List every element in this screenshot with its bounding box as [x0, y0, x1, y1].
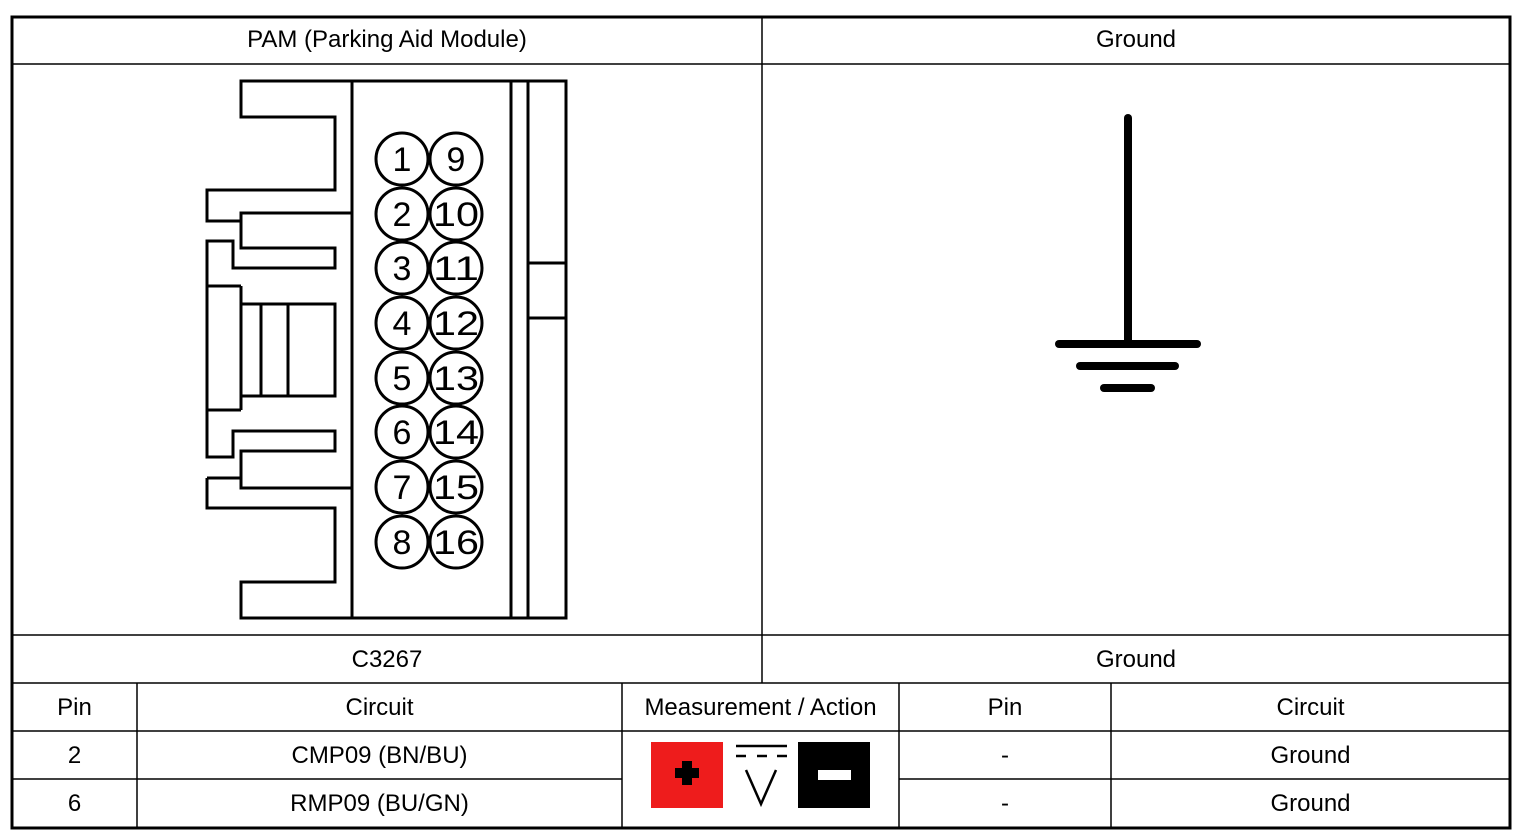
pin-1: 1	[374, 131, 430, 187]
grid-lines	[12, 17, 1510, 828]
row-circuit: CMP09 (BN/BU)	[291, 742, 468, 769]
col-header-pin: Pin	[57, 694, 92, 721]
outer-frame	[10, 15, 1512, 830]
positive-probe-icon	[651, 742, 723, 808]
pin-label: 5	[393, 360, 412, 398]
pin-12: 12	[428, 295, 484, 351]
pin-label: 7	[393, 469, 412, 507]
pin-label: 3	[393, 250, 412, 288]
ground-header: Ground	[1095, 26, 1177, 53]
col-header-circuit-ground: Circuit	[1276, 694, 1345, 721]
negative-probe-icon	[798, 742, 870, 808]
pin-column-left: 1 2 3 4 5 6 7 8	[374, 131, 430, 570]
pin-label: 14	[433, 414, 479, 452]
col-header-pin-ground: Pin	[987, 694, 1023, 721]
ground-symbol-icon	[1055, 114, 1201, 392]
pin-label: 6	[393, 414, 412, 452]
row-pin-ground: -	[1001, 790, 1009, 817]
pin-label: 13	[433, 360, 479, 398]
pin-8: 8	[374, 514, 430, 570]
connector-id: C3267	[351, 646, 423, 673]
col-header-measurement: Measurement / Action	[644, 694, 877, 721]
pin-6: 6	[374, 404, 430, 460]
ground-label: Ground	[1095, 646, 1177, 673]
col-header-circuit: Circuit	[345, 694, 414, 721]
pin-label: 10	[433, 196, 479, 234]
connector-header: PAM (Parking Aid Module)	[247, 26, 527, 53]
row-pin-ground: -	[1001, 742, 1009, 769]
pin-15: 15	[428, 459, 484, 515]
pin-13: 13	[428, 350, 484, 406]
pin-label: 9	[447, 141, 466, 179]
connector-face-diagram	[205, 79, 568, 620]
pin-16: 16	[428, 514, 484, 570]
row-pin: 6	[67, 790, 82, 817]
pin-7: 7	[374, 459, 430, 515]
pin-label: 15	[433, 469, 479, 507]
row-circuit: RMP09 (BU/GN)	[290, 790, 469, 817]
row-circuit-ground: Ground	[1270, 790, 1351, 817]
pin-label: 1	[393, 141, 412, 179]
pin-10: 10	[428, 186, 484, 242]
pin-label: 4	[393, 305, 412, 343]
pin-label: 8	[393, 524, 412, 562]
pin-label: 16	[433, 524, 479, 562]
measurement-icons	[651, 742, 870, 808]
pin-5: 5	[374, 350, 430, 406]
pin-2: 2	[374, 186, 430, 242]
row-pin: 2	[67, 742, 82, 769]
pin-label: 12	[433, 305, 479, 343]
pin-14: 14	[428, 404, 484, 460]
pin-label: 2	[393, 196, 412, 234]
pin-4: 4	[374, 295, 430, 351]
row-circuit-ground: Ground	[1270, 742, 1351, 769]
pin-column-right: 9 10 11 12 13 14 15 16	[428, 131, 484, 570]
pin-9: 9	[428, 131, 484, 187]
pin-11: 11	[428, 240, 484, 296]
dc-voltage-icon	[736, 744, 787, 808]
pin-label: 11	[433, 250, 479, 288]
pin-3: 3	[374, 240, 430, 296]
